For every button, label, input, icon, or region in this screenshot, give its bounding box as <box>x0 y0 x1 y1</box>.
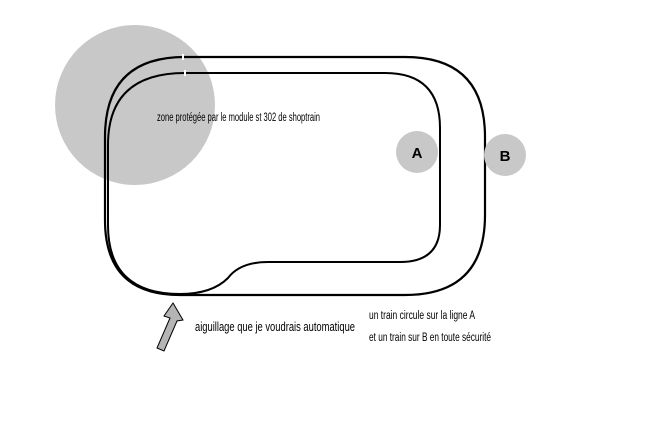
circle-b-label: B <box>500 148 511 165</box>
zone-label: zone protégée par le module st 302 de sh… <box>157 112 320 124</box>
circle-a-label: A <box>412 145 423 162</box>
outer-track-line-b <box>103 55 487 297</box>
inner-track-line-a <box>107 72 441 296</box>
switch-label: aiguillage que je voudrais automatique <box>195 320 355 334</box>
note-line-1: un train circule sur la ligne A <box>369 310 475 322</box>
circle-b <box>484 134 526 176</box>
circle-a <box>396 131 438 173</box>
note-line-2: et un train sur B en toute sécurité <box>369 332 491 344</box>
protected-zone-circle <box>55 25 215 185</box>
arrow-up-right-icon <box>156 302 184 352</box>
